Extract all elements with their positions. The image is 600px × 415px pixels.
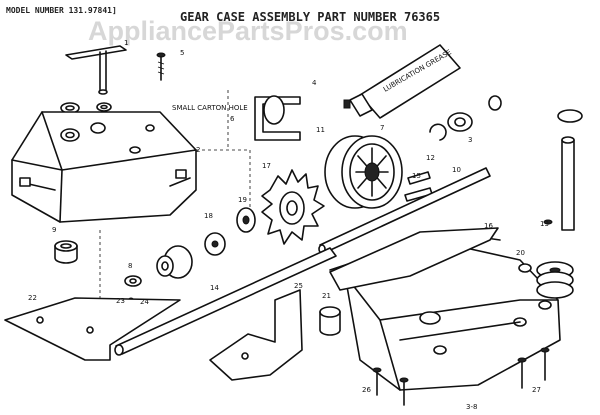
part-label: 15 (412, 172, 421, 180)
part-label: 2 (196, 146, 200, 154)
small-carton-text: SMALL CARTON HOLE (172, 104, 248, 112)
part-lubrication-tube (343, 44, 461, 119)
part-bushing-left (54, 240, 78, 264)
part-label: 26 (362, 386, 371, 394)
part-spur-gear (261, 169, 325, 245)
part-washer-stack-right (429, 95, 502, 141)
part-washers-middle (204, 207, 256, 256)
part-label: 17 (262, 162, 271, 170)
part-label: 1 (124, 39, 128, 47)
part-label: 9 (52, 226, 56, 234)
part-label: 14 (210, 284, 219, 292)
part-label: 7 (380, 124, 384, 132)
part-gear-housing (11, 111, 197, 223)
part-hub (156, 245, 193, 279)
part-label: 27 (532, 386, 541, 394)
footer-code: 3-8 (466, 403, 477, 411)
part-label: 11 (316, 126, 325, 134)
part-label: 5 (180, 49, 184, 57)
part-label: 4 (312, 79, 317, 87)
part-worm-gear (324, 135, 403, 209)
part-label: 21 (322, 292, 331, 300)
part-label: 13 (540, 220, 549, 228)
part-bracket (65, 45, 127, 95)
part-lower-shaft (114, 247, 337, 356)
part-clip (254, 95, 301, 141)
part-label-group: 1 2 3 4 5 6 7 8 9 10 11 12 13 14 15 16 1… (28, 39, 549, 394)
part-label: 22 (28, 294, 37, 302)
part-base-plate (4, 297, 181, 361)
part-label: 20 (516, 249, 525, 257)
part-vertical-shaft (557, 109, 583, 231)
part-label: 12 (426, 154, 435, 162)
part-bolts-bottom (372, 347, 550, 406)
part-label: 25 (294, 282, 303, 290)
part-washer-lower-left (124, 275, 142, 287)
part-bushing-lower (319, 306, 341, 336)
part-label: 16 (484, 222, 493, 230)
part-label: 3 (468, 136, 472, 144)
part-label: 23 (116, 297, 125, 305)
watermark-text: AppliancePartsPros.com (88, 16, 408, 46)
part-label: 10 (452, 166, 461, 174)
part-small-washers-right (518, 219, 553, 310)
part-label: 18 (204, 212, 213, 220)
part-screw-top (156, 52, 166, 81)
model-number: MODEL NUMBER 131.97841] (6, 6, 117, 15)
part-washers-left (60, 102, 112, 114)
part-label: 19 (238, 196, 247, 204)
part-label: 24 (140, 298, 149, 306)
part-angle-bracket (209, 289, 303, 381)
part-cover-plate (329, 227, 499, 291)
part-label: 8 (128, 262, 132, 270)
diagram-title: GEAR CASE ASSEMBLY PART NUMBER 76365 (180, 10, 440, 24)
part-pulley-right (536, 261, 574, 299)
part-label: 6 (230, 115, 235, 123)
